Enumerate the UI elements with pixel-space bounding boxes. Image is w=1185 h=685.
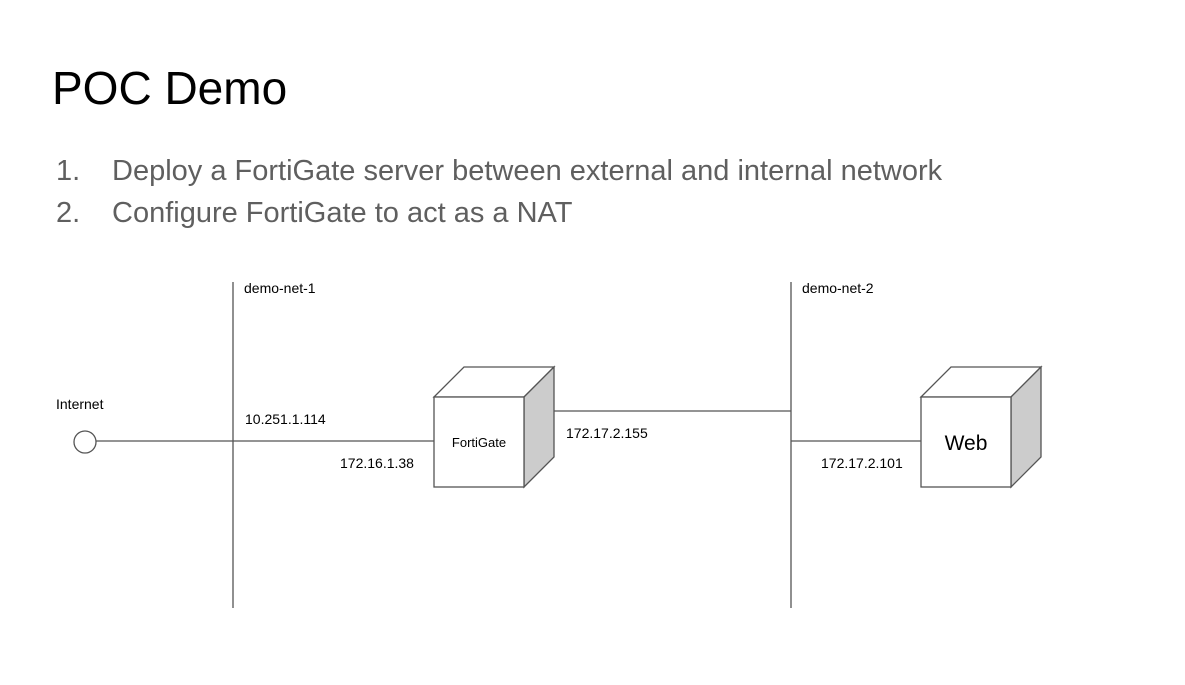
slide-title: POC Demo: [52, 62, 288, 114]
demo-net-1-label: demo-net-1: [244, 280, 316, 296]
step-text: Deploy a FortiGate server between extern…: [112, 155, 943, 187]
list-item: 2. Configure FortiGate to act as a NAT: [56, 192, 942, 234]
steps-list: 1. Deploy a FortiGate server between ext…: [56, 150, 942, 234]
step-text: Configure FortiGate to act as a NAT: [112, 197, 573, 229]
web-cube: [919, 365, 1043, 489]
ip-label-internet-net1: 10.251.1.114: [245, 411, 326, 427]
step-number: 1.: [56, 155, 81, 187]
step-number: 2.: [56, 197, 81, 229]
internet-node-icon: [73, 430, 97, 454]
ip-label-fortigate-net2: 172.17.2.155: [566, 425, 648, 441]
web-label: Web: [945, 432, 988, 455]
ip-label-fortigate-net1: 172.16.1.38: [340, 455, 414, 471]
demo-net-2-label: demo-net-2: [802, 280, 874, 296]
internet-label: Internet: [56, 396, 104, 412]
list-item: 1. Deploy a FortiGate server between ext…: [56, 150, 942, 192]
fortigate-label: FortiGate: [452, 435, 506, 450]
fortigate-cube: [432, 365, 556, 489]
ip-label-web-net2: 172.17.2.101: [821, 455, 903, 471]
